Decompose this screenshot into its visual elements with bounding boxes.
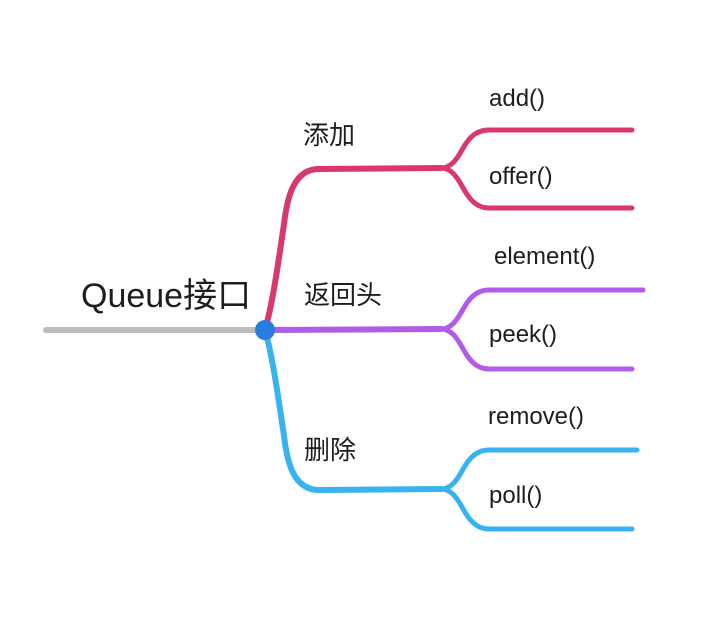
branch-node-label-delete[interactable]: 删除 — [304, 435, 357, 465]
leaf-remove-line — [438, 447, 640, 492]
leaf-element-line — [438, 287, 646, 332]
branch-delete-trunk-line — [262, 328, 444, 493]
branch-delete-lines — [262, 328, 640, 532]
leaf-offer-line — [438, 165, 635, 211]
branch-return-head-trunk-line — [262, 326, 444, 333]
leaf-add-line — [438, 127, 635, 171]
leaf-node-label-poll[interactable]: poll() — [489, 482, 543, 509]
leaf-node-label-peek[interactable]: peek() — [489, 321, 558, 348]
branch-node-label-add[interactable]: 添加 — [303, 120, 356, 150]
leaf-node-label-offer[interactable]: offer() — [489, 163, 553, 190]
branch-return-head-lines — [262, 287, 646, 372]
leaf-node-label-element[interactable]: element() — [494, 243, 596, 270]
leaf-node-label-add[interactable]: add() — [489, 85, 546, 112]
root-node-label[interactable]: Queue接口 — [81, 277, 252, 315]
branch-add-lines — [262, 127, 635, 332]
leaf-node-label-remove[interactable]: remove() — [488, 403, 585, 430]
leaf-peek-line — [438, 326, 635, 372]
branch-node-label-return-head[interactable]: 返回头 — [304, 280, 383, 310]
branch-junction-dot[interactable] — [255, 320, 275, 340]
leaf-poll-line — [438, 486, 635, 532]
branch-add-trunk-line — [262, 165, 444, 332]
